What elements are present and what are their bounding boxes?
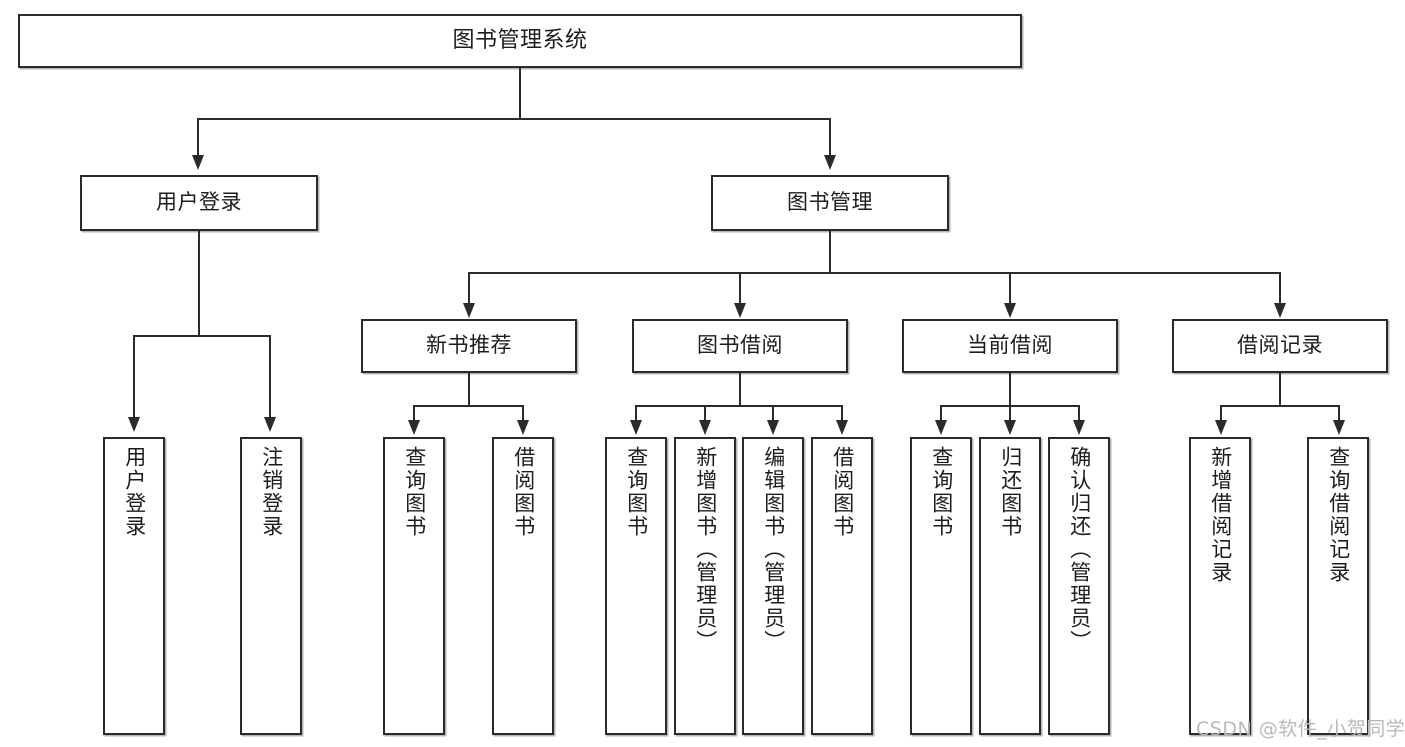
connector-bookborrow-bus bbox=[635, 405, 843, 407]
connector-user-login-trunk bbox=[198, 231, 200, 336]
connector-newbook-leaf-2 bbox=[522, 405, 524, 421]
node-label: 查询图书 bbox=[402, 446, 427, 538]
connector-currentborrow-leaf-3 bbox=[1078, 405, 1080, 421]
node-label: 图书借阅 bbox=[697, 333, 783, 358]
node-label: 归还图书 bbox=[998, 446, 1023, 538]
connector-borrowrecord-trunk bbox=[1279, 373, 1281, 406]
arrow-borrowrecord-leaf-1 bbox=[1215, 420, 1227, 435]
node-label: 图书管理 bbox=[787, 190, 873, 215]
connector-bookborrow-trunk bbox=[739, 373, 741, 406]
node-label: 查询借阅记录 bbox=[1326, 446, 1351, 584]
connector-currentborrow-leaf-2 bbox=[1009, 405, 1011, 421]
node-label: 编辑图书（管理员） bbox=[761, 446, 786, 653]
arrow-currentborrow-leaf-2 bbox=[1004, 420, 1016, 435]
arrow-currentborrow-leaf-1 bbox=[935, 420, 947, 435]
leaf-newbook-query-book[interactable]: 查询图书 bbox=[383, 437, 445, 735]
connector-root-trunk bbox=[519, 68, 521, 119]
connector-borrowrecord-leaf-1 bbox=[1220, 405, 1222, 421]
node-label: 新增图书（管理员） bbox=[693, 446, 718, 653]
node-label: 新增借阅记录 bbox=[1208, 446, 1233, 584]
node-label: 查询图书 bbox=[929, 446, 954, 538]
node-borrow-record[interactable]: 借阅记录 bbox=[1172, 319, 1388, 373]
node-label: 用户登录 bbox=[122, 446, 147, 538]
connector-user-login-bus bbox=[133, 335, 270, 337]
connector-bm-to-new-book bbox=[468, 272, 470, 305]
connector-bookborrow-leaf-4 bbox=[841, 405, 843, 421]
connector-user-login-leaf-2 bbox=[269, 335, 271, 419]
connector-bookborrow-leaf-3 bbox=[772, 405, 774, 421]
node-label: 用户登录 bbox=[156, 190, 242, 215]
node-new-book-recommend[interactable]: 新书推荐 bbox=[361, 319, 577, 373]
connector-root-to-user-login bbox=[197, 118, 199, 158]
arrow-borrowrecord-leaf-2 bbox=[1333, 420, 1345, 435]
node-label: 查询图书 bbox=[624, 446, 649, 538]
arrow-bookborrow-leaf-1 bbox=[630, 420, 642, 435]
arrow-newbook-leaf-2 bbox=[517, 420, 529, 435]
connector-bm-to-borrow-record bbox=[1279, 272, 1281, 305]
connector-currentborrow-trunk bbox=[1009, 373, 1011, 406]
arrow-user-login-leaf-2 bbox=[264, 417, 276, 432]
leaf-currentborrow-query-book[interactable]: 查询图书 bbox=[910, 437, 972, 735]
arrow-bm-to-current-borrow bbox=[1004, 303, 1016, 318]
connector-root-bus bbox=[197, 118, 831, 120]
connector-book-management-trunk bbox=[829, 231, 831, 273]
arrow-bm-to-book-borrow bbox=[734, 303, 746, 318]
node-root-book-management-system[interactable]: 图书管理系统 bbox=[18, 14, 1022, 68]
arrow-root-to-book-management bbox=[824, 155, 836, 170]
arrow-currentborrow-leaf-3 bbox=[1073, 420, 1085, 435]
arrow-bookborrow-leaf-3 bbox=[767, 420, 779, 435]
arrow-root-to-user-login bbox=[192, 155, 204, 170]
node-label: 注销登录 bbox=[259, 446, 284, 538]
node-label: 确认归还（管理员） bbox=[1067, 446, 1092, 653]
connector-root-to-book-management bbox=[829, 118, 831, 158]
node-current-borrow[interactable]: 当前借阅 bbox=[902, 319, 1118, 373]
node-label: 借阅图书 bbox=[511, 446, 536, 538]
arrow-bm-to-borrow-record bbox=[1274, 303, 1286, 318]
leaf-user-login[interactable]: 用户登录 bbox=[103, 437, 165, 735]
leaf-currentborrow-confirm-return-admin[interactable]: 确认归还（管理员） bbox=[1048, 437, 1110, 735]
leaf-bookborrow-borrow-book[interactable]: 借阅图书 bbox=[811, 437, 873, 735]
leaf-borrowrecord-query-record[interactable]: 查询借阅记录 bbox=[1307, 437, 1369, 735]
node-book-borrow[interactable]: 图书借阅 bbox=[632, 319, 848, 373]
node-user-login[interactable]: 用户登录 bbox=[80, 175, 318, 231]
connector-bookborrow-leaf-1 bbox=[635, 405, 637, 421]
connector-newbook-leaf-1 bbox=[413, 405, 415, 421]
leaf-newbook-borrow-book[interactable]: 借阅图书 bbox=[492, 437, 554, 735]
node-label: 借阅图书 bbox=[830, 446, 855, 538]
connector-book-management-bus bbox=[468, 272, 1280, 274]
arrow-user-login-leaf-1 bbox=[128, 417, 140, 432]
arrow-bookborrow-leaf-4 bbox=[836, 420, 848, 435]
leaf-borrowrecord-add-record[interactable]: 新增借阅记录 bbox=[1189, 437, 1251, 735]
arrow-bookborrow-leaf-2 bbox=[699, 420, 711, 435]
node-label: 新书推荐 bbox=[426, 333, 512, 358]
connector-newbook-trunk bbox=[468, 373, 470, 406]
connector-bookborrow-leaf-2 bbox=[704, 405, 706, 421]
connector-user-login-leaf-1 bbox=[133, 335, 135, 419]
connector-borrowrecord-leaf-2 bbox=[1338, 405, 1340, 421]
arrow-bm-to-new-book bbox=[463, 303, 475, 318]
leaf-bookborrow-edit-book-admin[interactable]: 编辑图书（管理员） bbox=[742, 437, 804, 735]
leaf-bookborrow-query-book[interactable]: 查询图书 bbox=[605, 437, 667, 735]
connector-borrowrecord-bus bbox=[1220, 405, 1340, 407]
connector-bm-to-current-borrow bbox=[1009, 272, 1011, 305]
connector-newbook-bus bbox=[413, 405, 524, 407]
leaf-bookborrow-add-book-admin[interactable]: 新增图书（管理员） bbox=[674, 437, 736, 735]
connector-bm-to-book-borrow bbox=[739, 272, 741, 305]
node-label: 当前借阅 bbox=[967, 333, 1053, 358]
leaf-currentborrow-return-book[interactable]: 归还图书 bbox=[979, 437, 1041, 735]
arrow-newbook-leaf-1 bbox=[408, 420, 420, 435]
leaf-logout[interactable]: 注销登录 bbox=[240, 437, 302, 735]
node-book-management[interactable]: 图书管理 bbox=[711, 175, 949, 231]
node-label: 借阅记录 bbox=[1237, 333, 1323, 358]
connector-currentborrow-leaf-1 bbox=[940, 405, 942, 421]
node-label: 图书管理系统 bbox=[452, 27, 588, 53]
